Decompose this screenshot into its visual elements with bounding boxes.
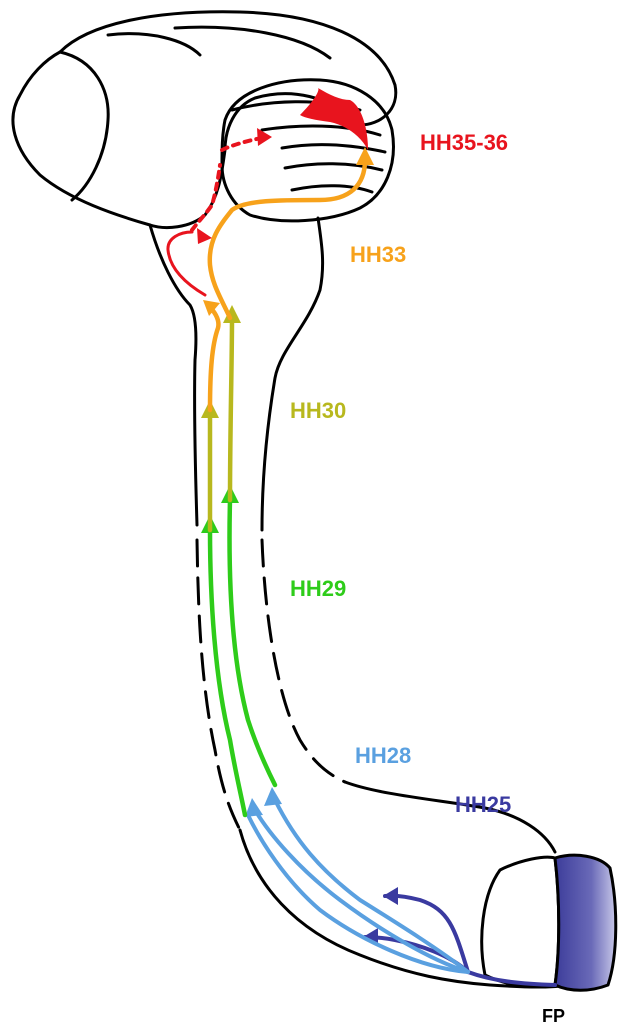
hh25-arrowhead (383, 887, 398, 905)
label-hh25: HH25 (455, 792, 511, 817)
brain-outline (13, 12, 396, 530)
brainstem-left (150, 225, 197, 525)
tectum-layer (282, 145, 385, 152)
label-hh35-36: HH35-36 (420, 130, 508, 155)
hh33-axon-lower (208, 305, 218, 410)
label-hh30: HH30 (290, 398, 346, 423)
spinal-cord-right (345, 782, 555, 852)
hh30-axon-right (230, 318, 232, 500)
cord-cross-section (482, 855, 616, 990)
label-hh29: HH29 (290, 576, 346, 601)
trajectory-hh29 (201, 485, 275, 815)
hh28-arrowhead (245, 798, 263, 817)
cross-section-white (482, 857, 559, 987)
trajectory-hh35-36 (168, 88, 368, 295)
floor-plate-shading (555, 855, 616, 990)
hh33-axon-main (210, 160, 365, 318)
label-hh33: HH33 (350, 242, 406, 267)
hh35-dotted-crossing (222, 138, 262, 150)
hh28-arrowhead (264, 787, 282, 806)
hh29-axon-right (230, 500, 275, 785)
tectum-layer (292, 186, 372, 192)
brainstem-right (262, 218, 323, 530)
trajectory-hh28 (245, 787, 468, 972)
hemisphere-fold (108, 34, 200, 55)
hh28-axon-1 (275, 800, 468, 972)
label-floor-plate: FP (542, 1006, 565, 1026)
label-hh28: HH28 (355, 743, 411, 768)
hemisphere-fold (60, 52, 108, 200)
hh35-arrowhead (197, 228, 212, 244)
